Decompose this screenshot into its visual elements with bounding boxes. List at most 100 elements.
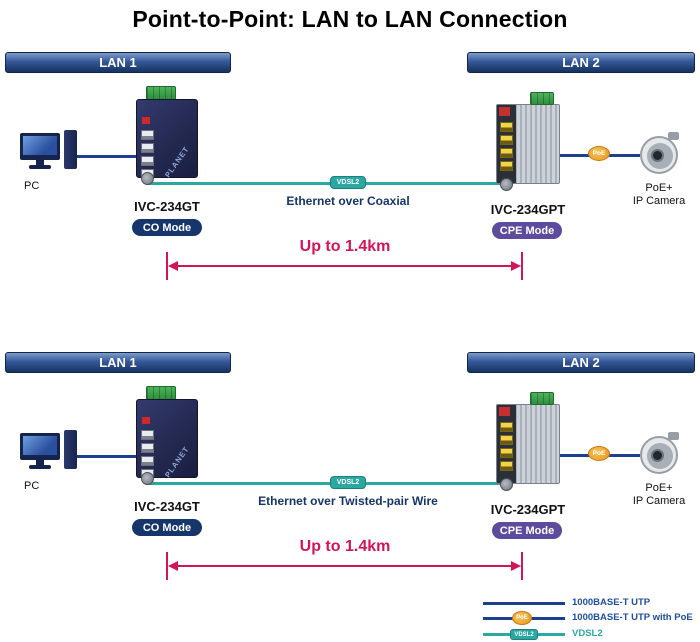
bnc-connector-icon [500,478,513,491]
distance-label: Up to 1.4km [299,238,391,255]
utp-link-pc [70,455,138,458]
right-device-name: IVC-234GPT [490,202,566,217]
measure-line [170,565,519,567]
legend-row-utp: 1000BASE-T UTP [480,596,698,610]
device-body: PLANET [136,399,198,480]
diagram-section-twisted-pair: LAN 1 LAN 2 PC PLANET IV [0,352,700,597]
pc-screen [23,136,57,155]
dip-switch-icon [142,417,150,424]
measure-tick-right [521,552,523,580]
terminal-block-icon [530,392,554,405]
dip-switch-icon [499,107,510,116]
pc-stand [36,160,44,165]
device-ivc-234gpt-icon [496,392,560,494]
link-medium-label: Ethernet over Twisted-pair Wire [258,494,438,508]
pc-screen [23,436,57,455]
utp-link-pc [70,155,138,158]
distance-label: Up to 1.4km [299,538,391,555]
arrow-left-icon [168,561,178,571]
rj45-port-icon [141,156,154,166]
arrow-right-icon [511,261,521,271]
device-ivc-234gpt-icon [496,92,560,194]
pc-tower [64,430,77,469]
rj45-port-icon [141,430,154,440]
page-title: Point-to-Point: LAN to LAN Connection [132,6,568,32]
bnc-connector-icon [141,472,154,485]
legend-label: 1000BASE-T UTP with PoE [572,612,693,623]
rj45-port-icon [141,456,154,466]
ip-camera-icon [636,432,682,476]
bnc-connector-icon [141,172,154,185]
measure-tick-left [166,252,168,280]
poe-port-icon [500,461,513,471]
lan2-header: LAN 2 [467,52,695,73]
device-ivc-234gt-icon: PLANET [136,86,198,190]
left-device-name: IVC-234GT [134,499,200,514]
pc-tower [64,130,77,169]
utp-line-swatch [483,602,565,605]
device-body: PLANET [136,99,198,180]
camera-mount [668,132,679,140]
lan1-header: LAN 1 [5,352,231,373]
camera-label-line1: PoE+ [645,182,673,194]
pc-stand [36,460,44,465]
vdsl2-link [146,182,502,185]
poe-port-icon [500,422,513,432]
device-brand: PLANET [163,144,192,180]
poe-port-icon [500,435,513,445]
camera-lens-icon [651,449,664,462]
poe-badge: PoE [588,446,610,461]
lan1-label: LAN 1 [99,355,137,370]
right-device-name: IVC-234GPT [490,502,566,517]
bnc-connector-icon [500,178,513,191]
terminal-block-icon [530,92,554,105]
terminal-block-icon [146,86,176,100]
pc-monitor [20,433,60,460]
lan2-label: LAN 2 [562,355,600,370]
distance-measure: Up to 1.4km [160,238,530,286]
camera-mount [668,432,679,440]
camera-label-line2: IP Camera [632,195,686,207]
camera-label-line1: PoE+ [645,482,673,494]
lan1-header: LAN 1 [5,52,231,73]
link-medium-label: Ethernet over Coaxial [286,194,410,208]
ip-camera-icon [636,132,682,176]
cpe-mode-badge: CPE Mode [492,222,562,239]
arrow-left-icon [168,261,178,271]
legend: 1000BASE-T UTP PoE 1000BASE-T UTP with P… [480,596,698,642]
poe-port-icon [500,448,513,458]
lan2-header: LAN 2 [467,352,695,373]
legend-label: VDSL2 [572,628,603,639]
camera-label-line2: IP Camera [632,495,686,507]
pc-monitor [20,133,60,160]
pc-base [29,465,51,469]
pc-icon [20,430,78,476]
poe-port-icon [500,122,513,132]
legend-row-vdsl2: VDSL2 VDSL2 [480,627,698,641]
legend-label: 1000BASE-T UTP [572,597,651,608]
vdsl2-link [146,482,502,485]
co-mode-badge: CO Mode [132,219,202,236]
legend-row-utp-poe: PoE 1000BASE-T UTP with PoE [480,611,698,625]
poe-badge: PoE [512,611,532,625]
measure-tick-right [521,252,523,280]
lan1-label: LAN 1 [99,55,137,70]
poe-port-icon [500,135,513,145]
left-device-name: IVC-234GT [134,199,200,214]
measure-line [170,265,519,267]
diagram-section-coaxial: LAN 1 LAN 2 PC PLANET IV [0,52,700,297]
dip-switch-icon [499,407,510,416]
poe-port-icon [500,148,513,158]
camera-lens-icon [651,149,664,162]
lan2-label: LAN 2 [562,55,600,70]
poe-badge: PoE [588,146,610,161]
vdsl2-badge: VDSL2 [510,629,538,640]
device-brand: PLANET [163,444,192,480]
pc-label: PC [24,180,40,192]
rj45-port-icon [141,143,154,153]
poe-port-icon [500,161,513,171]
dip-switch-icon [142,117,150,124]
terminal-block-icon [146,386,176,400]
device-ivc-234gt-icon: PLANET [136,386,198,490]
